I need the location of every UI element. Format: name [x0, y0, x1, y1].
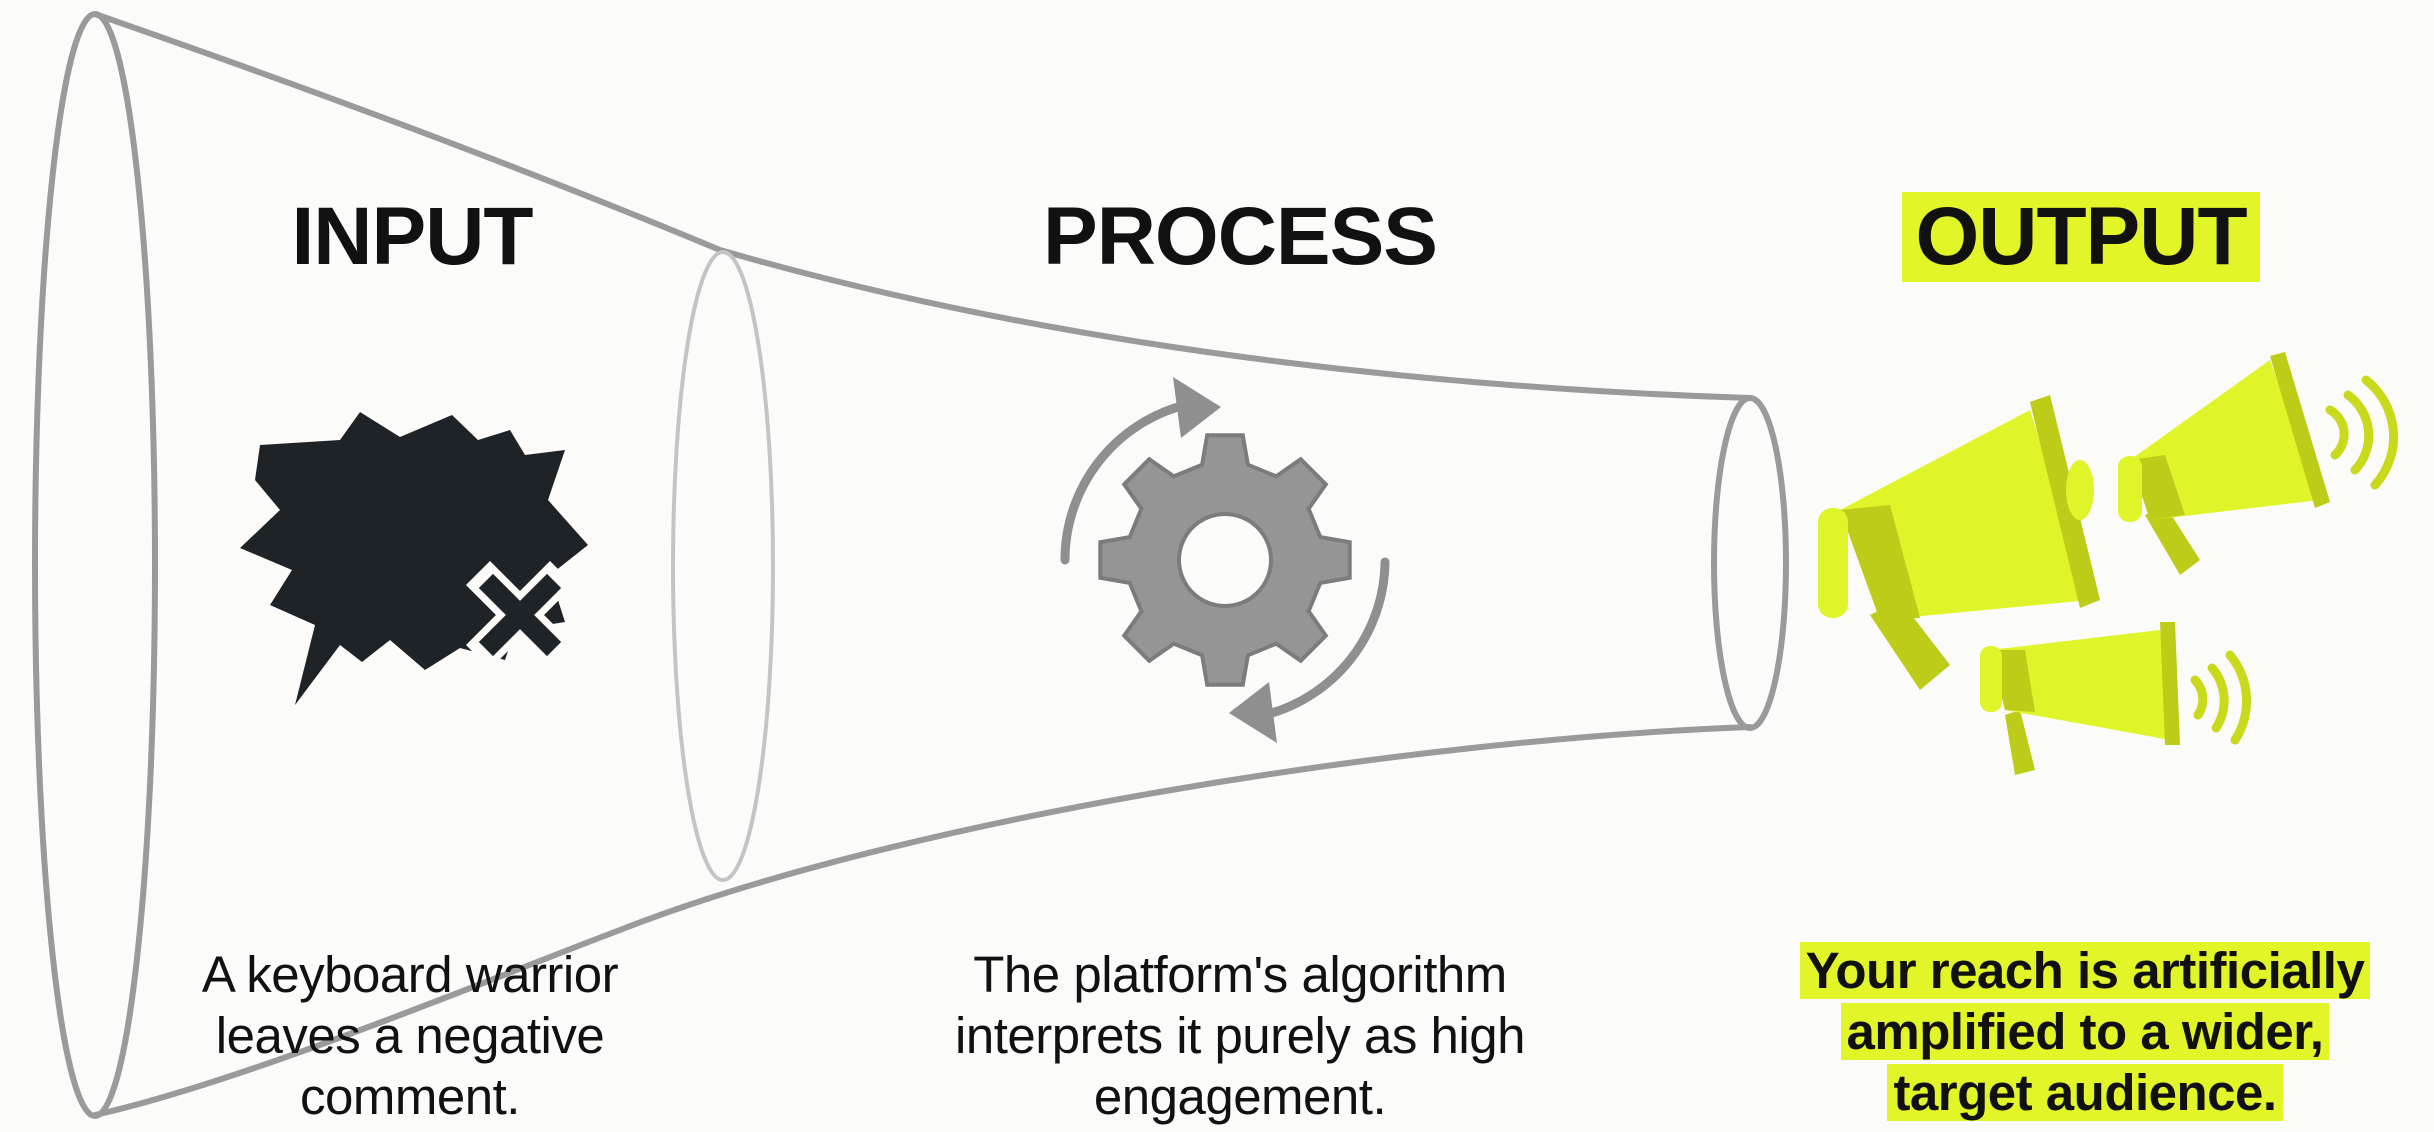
- output-title: OUTPUT: [1902, 192, 2260, 282]
- funnel-top-edge: [92, 11, 1753, 401]
- angry-speech-bubble-icon: [240, 412, 588, 705]
- funnel-middle-ring: [671, 250, 775, 882]
- megaphone-top-right: [2118, 352, 2399, 575]
- funnel-spout-ring: [1711, 395, 1789, 731]
- funnel-bottom-edge: [92, 724, 1753, 1118]
- process-description-text: The platform's algorithm interprets it p…: [955, 946, 1525, 1126]
- process-description: The platform's algorithm interprets it p…: [900, 944, 1580, 1128]
- funnel-mouth-ellipse: [32, 11, 158, 1119]
- rotating-gear-icon: [1060, 377, 1390, 743]
- input-title: INPUT: [291, 191, 534, 282]
- process-title: PROCESS: [1043, 191, 1438, 282]
- output-description: Your reach is artificially amplified to …: [1770, 940, 2400, 1124]
- output-description-text: Your reach is artificially amplified to …: [1799, 942, 2371, 1122]
- input-description: A keyboard warrior leaves a negative com…: [150, 944, 670, 1128]
- input-description-text: A keyboard warrior leaves a negative com…: [201, 946, 619, 1126]
- megaphone-bottom: [1980, 622, 2252, 775]
- megaphone-large: [1818, 395, 2100, 690]
- funnel-outline: [32, 11, 1789, 1119]
- megaphones-icon: [1818, 352, 2399, 775]
